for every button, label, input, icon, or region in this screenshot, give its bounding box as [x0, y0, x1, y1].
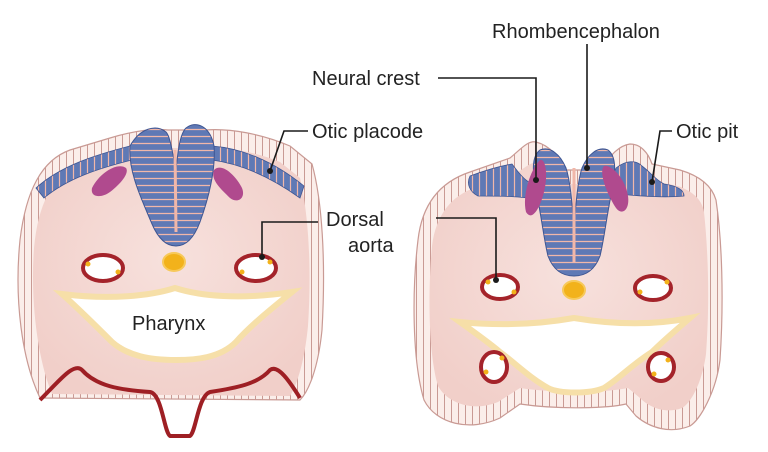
- dorsal-label: Dorsal: [326, 209, 384, 231]
- pharynx-label: Pharynx: [132, 313, 205, 335]
- left-base-outline: [38, 366, 302, 438]
- right-dorsal-aorta-right: [633, 274, 673, 302]
- left-embryo-section: [17, 124, 325, 438]
- left-neural-lumen: [173, 149, 178, 233]
- left-dorsal-aorta-right: [234, 253, 278, 283]
- rhombencephalon-label: Rhombencephalon: [492, 21, 660, 43]
- left-pharynx: [52, 284, 303, 364]
- label-dorsal-aorta: Dorsal aorta: [259, 209, 499, 283]
- left-neural-crest-right: [213, 167, 244, 201]
- label-otic-placode: Otic placode: [267, 121, 423, 174]
- left-neural-tube: [129, 124, 215, 247]
- label-neural-crest: Neural crest: [312, 68, 539, 183]
- right-pharynx: [449, 312, 701, 396]
- left-dorsal-aorta-left: [81, 253, 125, 283]
- right-notochord: [562, 280, 586, 300]
- right-neural-crest-left: [524, 159, 547, 216]
- right-ventral-vessel-right: [646, 351, 676, 383]
- left-otic-placode-right: [211, 145, 305, 199]
- label-otic-pit: Otic pit: [649, 121, 739, 185]
- right-embryo-section: [413, 141, 723, 431]
- left-notochord: [162, 252, 186, 272]
- neural-crest-label: Neural crest: [312, 68, 420, 90]
- right-dorsal-aorta-left: [480, 273, 520, 301]
- otic-placode-label: Otic placode: [312, 121, 423, 143]
- left-neural-crest-left: [91, 166, 127, 197]
- aorta-label: aorta: [348, 235, 394, 257]
- otic-pit-label: Otic pit: [676, 121, 739, 143]
- label-pharynx: Pharynx: [132, 313, 205, 335]
- right-neural-crest-right: [602, 165, 629, 212]
- label-rhombencephalon: Rhombencephalon: [492, 21, 660, 171]
